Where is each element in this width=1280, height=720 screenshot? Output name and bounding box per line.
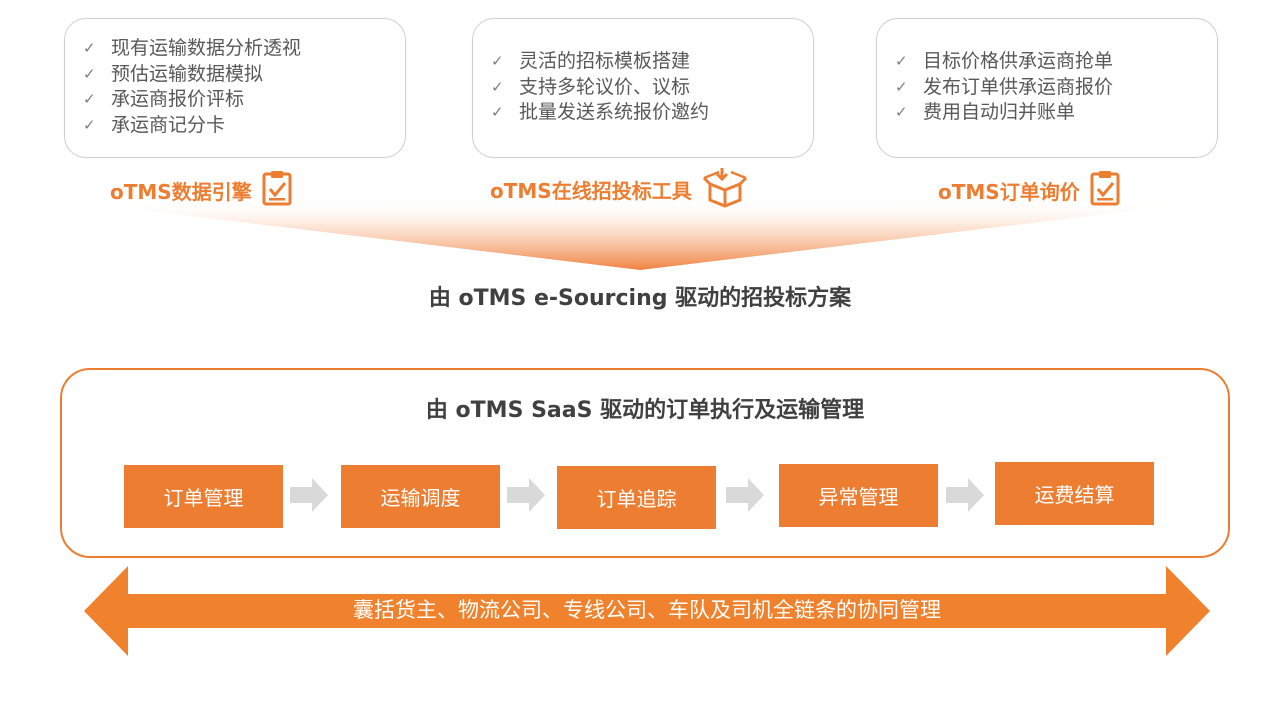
feature-item: ✓现有运输数据分析透视 bbox=[83, 36, 405, 62]
check-icon: ✓ bbox=[895, 52, 908, 70]
step-freight-settlement: 运费结算 bbox=[995, 462, 1154, 525]
clipboard-check-icon bbox=[1090, 170, 1120, 211]
feature-list: ✓现有运输数据分析透视 ✓预估运输数据模拟 ✓承运商报价评标 ✓承运商记分卡 bbox=[83, 36, 405, 138]
check-icon: ✓ bbox=[83, 90, 96, 108]
step-order-tracking: 订单追踪 bbox=[557, 466, 716, 529]
feature-item: ✓承运商记分卡 bbox=[83, 113, 405, 139]
feature-item: ✓灵活的招标模板搭建 bbox=[491, 49, 813, 75]
feature-card-order-quote: ✓目标价格供承运商抢单 ✓发布订单供承运商报价 ✓费用自动归并账单 bbox=[876, 18, 1218, 158]
feature-list: ✓灵活的招标模板搭建 ✓支持多轮议价、议标 ✓批量发送系统报价邀约 bbox=[491, 49, 813, 126]
tool-label: oTMS数据引擎 bbox=[110, 180, 252, 204]
tool-label: oTMS订单询价 bbox=[938, 180, 1080, 204]
tool-label: oTMS在线招投标工具 bbox=[490, 179, 692, 203]
feature-item: ✓批量发送系统报价邀约 bbox=[491, 100, 813, 126]
step-arrow-icon bbox=[507, 478, 545, 512]
tool-data-engine: oTMS数据引擎 bbox=[110, 170, 292, 211]
step-exception-management: 异常管理 bbox=[779, 464, 938, 527]
check-icon: ✓ bbox=[491, 77, 504, 96]
step-arrow-icon bbox=[290, 478, 328, 512]
feature-item: ✓费用自动归并账单 bbox=[895, 100, 1217, 126]
open-box-icon bbox=[702, 166, 748, 213]
step-transport-dispatch: 运输调度 bbox=[341, 465, 500, 528]
check-icon: ✓ bbox=[83, 115, 96, 134]
check-icon: ✓ bbox=[83, 64, 96, 83]
funnel-shape bbox=[40, 198, 1240, 270]
step-order-management: 订单管理 bbox=[124, 465, 283, 528]
clipboard-check-icon bbox=[262, 170, 292, 211]
check-icon: ✓ bbox=[895, 103, 908, 121]
feature-item: ✓预估运输数据模拟 bbox=[83, 62, 405, 88]
tool-order-quote: oTMS订单询价 bbox=[938, 170, 1120, 211]
feature-item: ✓发布订单供承运商报价 bbox=[895, 75, 1217, 101]
check-icon: ✓ bbox=[491, 103, 504, 121]
esourcing-title: 由 oTMS e-Sourcing 驱动的招投标方案 bbox=[428, 286, 852, 311]
step-arrow-icon bbox=[726, 478, 764, 512]
double-arrow-shape bbox=[84, 566, 1210, 656]
check-icon: ✓ bbox=[491, 52, 504, 70]
check-icon: ✓ bbox=[895, 77, 908, 96]
collaboration-text: 囊括货主、物流公司、专线公司、车队及司机全链条的协同管理 bbox=[353, 598, 941, 622]
step-arrow-icon bbox=[946, 478, 984, 512]
feature-list: ✓目标价格供承运商抢单 ✓发布订单供承运商报价 ✓费用自动归并账单 bbox=[895, 49, 1217, 126]
check-icon: ✓ bbox=[83, 39, 96, 57]
feature-item: ✓支持多轮议价、议标 bbox=[491, 75, 813, 101]
saas-process-box: 由 oTMS SaaS 驱动的订单执行及运输管理 订单管理 运输调度 订单追踪 … bbox=[60, 368, 1230, 558]
feature-item: ✓目标价格供承运商抢单 bbox=[895, 49, 1217, 75]
feature-card-bidding-tool: ✓灵活的招标模板搭建 ✓支持多轮议价、议标 ✓批量发送系统报价邀约 bbox=[472, 18, 814, 158]
saas-title: 由 oTMS SaaS 驱动的订单执行及运输管理 bbox=[425, 398, 865, 423]
feature-item: ✓承运商报价评标 bbox=[83, 87, 405, 113]
tool-bidding: oTMS在线招投标工具 bbox=[490, 166, 748, 213]
feature-card-data-engine: ✓现有运输数据分析透视 ✓预估运输数据模拟 ✓承运商报价评标 ✓承运商记分卡 bbox=[64, 18, 406, 158]
